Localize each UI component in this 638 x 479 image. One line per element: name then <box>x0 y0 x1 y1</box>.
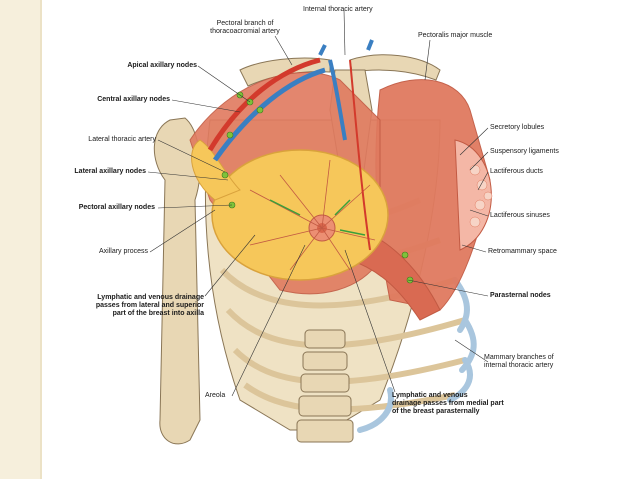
label-suspensory-ligaments: Suspensory ligaments <box>490 148 559 155</box>
axillary-process-tail <box>191 139 241 201</box>
label-lateral-drainage-line2: passes from lateral and superior <box>95 302 204 309</box>
label-parasternal-nodes: Parasternal nodes <box>490 292 551 299</box>
label-medial-drainage-line2: drainage passes from medial part <box>392 400 504 407</box>
label-mammary-branches-line1: Mammary branches of <box>484 354 554 361</box>
label-mammary-branches-line2: internal thoracic artery <box>484 362 554 369</box>
label-pectoralis-major: Pectoralis major muscle <box>418 32 493 39</box>
label-lactiferous-sinuses: Lactiferous sinuses <box>490 212 550 219</box>
humerus <box>153 54 441 445</box>
breast-vessels <box>249 159 376 271</box>
decorative-side-band <box>0 0 40 479</box>
label-mammary-branches: Mammary branches of internal thoracic ar… <box>484 354 554 370</box>
label-lateral-thoracic-artery: Lateral thoracic artery <box>88 136 156 143</box>
label-axillary-process: Axillary process <box>98 248 148 255</box>
side-band-edge <box>40 0 42 479</box>
label-pectoral-nodes: Pectoral axillary nodes <box>78 204 155 211</box>
label-lateral-drainage-line3: part of the breast into axilla <box>112 310 204 317</box>
lymph-drainage-arrows <box>269 199 366 236</box>
label-pectoral-branch-line2: thoracoacromial artery <box>210 28 280 35</box>
label-lateral-drainage: Lymphatic and venous drainage passes fro… <box>62 294 204 318</box>
label-lateral-nodes: Lateral axillary nodes <box>74 168 146 175</box>
label-internal-thoracic-artery: Internal thoracic artery <box>303 6 373 13</box>
label-medial-drainage-line3: of the breast parasternally <box>392 408 480 415</box>
label-pectoral-branch-line1: Pectoral branch of <box>216 20 274 27</box>
label-lactiferous-ducts: Lactiferous ducts <box>490 168 543 175</box>
lymph-nodes <box>221 91 414 284</box>
internal-thoracic-vessels <box>318 39 374 141</box>
label-areola: Areola <box>205 392 226 399</box>
spine <box>296 329 354 443</box>
costal-cartilages <box>357 277 477 433</box>
label-pectoral-branch: Pectoral branch of thoracoacromial arter… <box>195 20 295 36</box>
axillary-vessels <box>207 57 326 162</box>
label-apical-nodes: Apical axillary nodes <box>127 62 197 69</box>
internal-thoracic-artery-line <box>349 59 371 251</box>
label-central-nodes: Central axillary nodes <box>97 96 170 103</box>
label-secretory-lobules: Secretory lobules <box>490 124 545 131</box>
label-lateral-drainage-line1: Lymphatic and venous drainage <box>97 294 204 301</box>
label-medial-drainage: Lymphatic and venous drainage passes fro… <box>392 392 504 416</box>
label-retromammary-space: Retromammary space <box>488 248 557 255</box>
label-medial-drainage-line1: Lymphatic and venous <box>392 392 468 399</box>
leader-lines <box>147 9 489 397</box>
